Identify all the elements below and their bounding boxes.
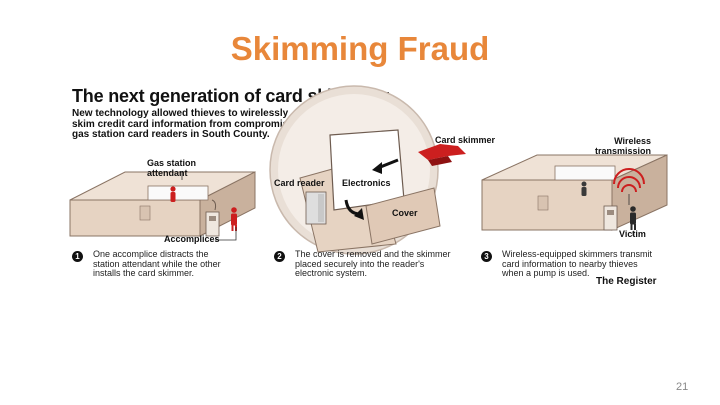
step-1-text: One accomplice distracts the station att…	[93, 249, 221, 278]
intro-line: gas station card readers in South County…	[72, 129, 270, 140]
intro-line: skim credit card information from compro…	[72, 118, 300, 130]
label-wireless-transmission: Wireless transmission	[595, 136, 652, 156]
magnified-view	[269, 85, 441, 255]
attendant-figure	[170, 186, 176, 202]
accomplice-figure	[231, 207, 237, 231]
page-number: 21	[676, 381, 689, 393]
gas-station-building-2	[481, 154, 668, 231]
wireless-signal	[613, 168, 645, 193]
step-2-number: 2	[274, 251, 285, 262]
label-gas-station-attendant: Gas station attendant	[147, 158, 197, 178]
label-cover: Cover	[392, 208, 418, 218]
step-3-text: Wireless-equipped skimmers transmit card…	[502, 249, 653, 278]
gas-station-building-1	[69, 171, 256, 237]
intro-line: New technology allowed thieves to wirele…	[72, 108, 289, 119]
card-skimmer-device	[418, 144, 466, 166]
attendant-figure-2	[581, 181, 587, 196]
step-2-text: The cover is removed and the skimmer pla…	[295, 249, 451, 278]
pump-3	[603, 205, 618, 231]
label-card-skimmer: Card skimmer	[435, 135, 496, 145]
step-3-number: 3	[481, 251, 492, 262]
label-accomplices: Accomplices	[164, 234, 220, 244]
source-credit: The Register	[596, 276, 657, 287]
slide-title: Skimming Fraud	[230, 30, 490, 67]
label-victim: Victim	[619, 229, 646, 239]
label-card-reader: Card reader	[274, 178, 325, 188]
label-electronics: Electronics	[342, 178, 391, 188]
intro-text: New technology allowed thieves to wirele…	[72, 108, 300, 141]
victim-figure	[630, 206, 636, 230]
step-1-number: 1	[72, 251, 83, 262]
pump-1	[205, 199, 220, 237]
